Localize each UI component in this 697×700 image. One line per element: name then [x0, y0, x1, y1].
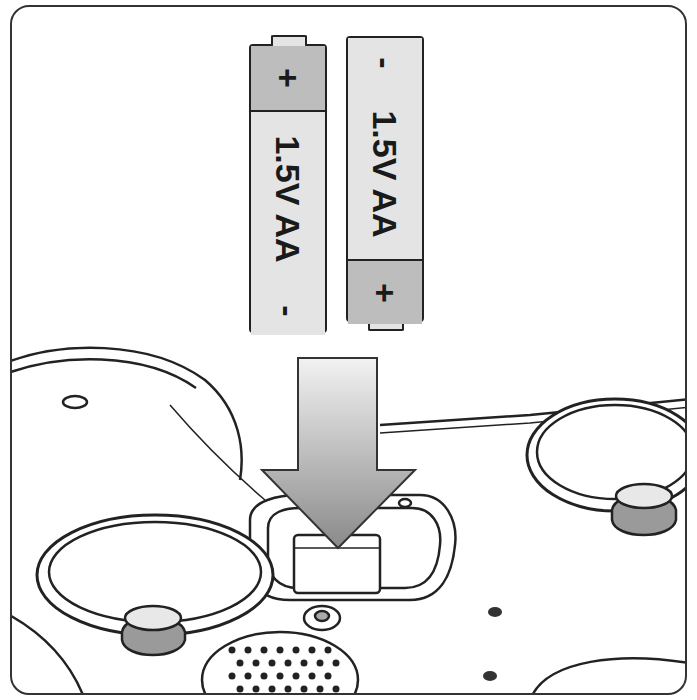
grille-dot [301, 660, 308, 667]
grille-dot [245, 673, 252, 680]
grille-dot [277, 647, 284, 654]
screw [315, 611, 329, 621]
grille-dot [253, 686, 260, 693]
grille-dots [229, 647, 340, 693]
grille-dot [253, 660, 260, 667]
polarity-mark: - [368, 57, 402, 68]
frame [11, 6, 686, 694]
speaker-grille [202, 632, 358, 694]
thumbstick-cap [125, 606, 181, 630]
shell-edge [11, 359, 196, 388]
battery: +1.5V AA - [249, 44, 327, 333]
grille-dot [301, 686, 308, 693]
grille-dot [325, 647, 332, 654]
thumbstick-ring [37, 515, 273, 635]
grille-dot [237, 660, 244, 667]
grille-dot [317, 686, 324, 693]
battery-section: - [348, 38, 422, 88]
grille-dot [293, 673, 300, 680]
battery-section: + [348, 259, 422, 324]
insert-arrow [262, 358, 415, 548]
grille-dot [285, 660, 292, 667]
grille-dot [261, 647, 268, 654]
grille-dot [245, 647, 252, 654]
battery-terminal [271, 35, 307, 46]
battery: - 1.5V AA + [346, 36, 424, 322]
shell-hole [399, 499, 411, 507]
thumbstick-ring [527, 399, 686, 511]
grille-dot [317, 660, 324, 667]
controller-drawing [11, 348, 686, 694]
grille-dot [333, 660, 340, 667]
battery-label: 1.5V AA [368, 110, 402, 237]
polarity-mark: - [271, 305, 305, 316]
battery-section: 1.5V AA [348, 88, 422, 259]
grille-dot [261, 673, 268, 680]
shell-edge [170, 405, 265, 500]
polarity-mark: + [368, 283, 402, 303]
thumbstick-cap [616, 484, 672, 508]
screw-hole [488, 607, 502, 617]
battery-section: - [251, 286, 325, 335]
grille-dot [285, 686, 292, 693]
battery-section: 1.5V AA [251, 112, 325, 286]
controller-shell [11, 348, 242, 480]
grille-dot [229, 647, 236, 654]
polarity-mark: + [271, 68, 305, 88]
grille-dot [237, 686, 244, 693]
thumbstick-inner [537, 405, 686, 499]
grille-dot [269, 686, 276, 693]
shell-hole [63, 396, 87, 408]
grille-dot [333, 686, 340, 693]
grille-dot [309, 673, 316, 680]
shell-edge [11, 610, 85, 694]
screw-hole [483, 671, 497, 681]
shell-edge [530, 658, 686, 694]
grille-dot [325, 673, 332, 680]
grille-dot [277, 673, 284, 680]
battery-label: 1.5V AA [271, 135, 305, 262]
battery-section: + [251, 46, 325, 112]
grille-dot [309, 647, 316, 654]
grille-dot [269, 660, 276, 667]
grille-dot [229, 673, 236, 680]
screw-boss [304, 606, 340, 630]
grille-dot [293, 647, 300, 654]
